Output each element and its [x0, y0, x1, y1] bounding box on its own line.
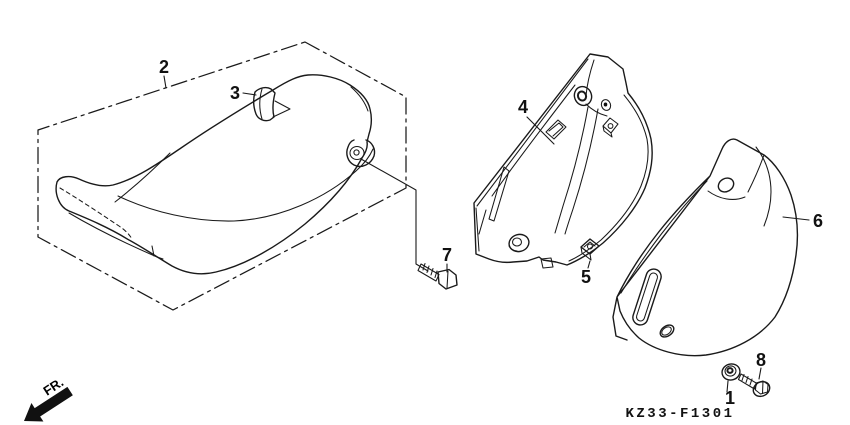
- inner-cover-channel-left: [554, 106, 589, 234]
- bolt7-threads: [422, 262, 438, 279]
- seat-nose-stitch: [59, 187, 133, 240]
- seat-under-rail: [68, 212, 164, 260]
- bolt7-shank: [417, 263, 440, 282]
- inner-cover-tab-fold: [585, 59, 595, 97]
- seat-bolt-reference-line: [360, 158, 429, 272]
- callout-leader-2: [163, 75, 167, 89]
- outer-cover-tab-base: [707, 190, 746, 200]
- callout-3[interactable]: 3: [230, 83, 240, 103]
- inner-cover-clip-hole: [607, 123, 614, 129]
- seat-tab-hole: [349, 145, 365, 161]
- flange-bolt-8-illustration: [737, 373, 771, 398]
- callout-8[interactable]: 8: [756, 350, 766, 370]
- flange-bolt-7-illustration: [417, 262, 458, 290]
- collar-nut-illustration: [721, 363, 741, 381]
- callout-6[interactable]: 6: [813, 211, 823, 231]
- callout-leader-6: [782, 216, 810, 221]
- bolt8-hex: [754, 380, 769, 395]
- seat-hump-inner-line: [350, 86, 369, 112]
- seat-front-seam: [114, 152, 171, 203]
- seat-tab-hole-center: [353, 149, 360, 156]
- outer-side-cover-illustration: [612, 138, 799, 357]
- inner-cover-small-grommet: [600, 99, 612, 111]
- callout-5[interactable]: 5: [581, 267, 591, 287]
- inner-cover-front-inner: [491, 84, 576, 197]
- bolt8-threads: [741, 373, 753, 386]
- inner-cover-grommet: [573, 85, 593, 107]
- bolt7-head: [437, 268, 458, 290]
- seat-boundary-box: [37, 41, 407, 311]
- bracket-fold-line: [259, 88, 263, 120]
- bracket-plate: [252, 86, 276, 122]
- callout-1[interactable]: 1: [725, 388, 735, 408]
- inner-cover-tab-base: [585, 103, 608, 117]
- collar-nut-body: [724, 365, 737, 377]
- seat-outline: [55, 74, 373, 275]
- inner-cover-slot-inner: [548, 122, 564, 137]
- callout-leader-3: [242, 92, 257, 96]
- inner-cover-blade-2: [478, 209, 487, 235]
- inner-cover-boss-hole: [511, 237, 523, 247]
- inner-cover-sliver: [475, 207, 480, 252]
- clip-nut-side: [580, 246, 592, 261]
- outer-cover-front-lip: [620, 180, 708, 294]
- callout-leader-4: [526, 116, 555, 145]
- inner-cover-slot: [545, 119, 567, 140]
- front-arrow-icon: [24, 386, 73, 422]
- bracket-wing: [272, 100, 291, 118]
- outer-cover-oval-hole-inner: [661, 326, 672, 336]
- inner-cover-blade: [488, 166, 510, 222]
- seat-bracket-illustration: [252, 86, 291, 122]
- inner-cover-clip-socket: [602, 117, 619, 138]
- seat-side-seam: [117, 148, 374, 222]
- inner-cover-small-grommet-hole: [603, 102, 608, 107]
- clip-nut-edge: [583, 241, 596, 248]
- inner-cover-right-rim: [568, 94, 649, 262]
- callout-leader-5: [587, 260, 591, 269]
- clip-nut-hole: [586, 243, 594, 250]
- outer-cover-crease: [755, 146, 772, 227]
- inner-cover-bottom-tab: [540, 257, 554, 269]
- front-direction-arrow: FR.: [24, 375, 73, 422]
- seat-mount-tab: [346, 139, 376, 168]
- callout-7[interactable]: 7: [442, 245, 452, 265]
- collar-nut-flange: [721, 363, 741, 381]
- callout-leader-8: [758, 367, 762, 380]
- clip-nut-illustration: [580, 238, 600, 261]
- inner-side-cover-illustration: [473, 53, 653, 269]
- seat-illustration: [55, 74, 376, 275]
- diagram-code: KZ33-F1301: [625, 406, 734, 422]
- outer-cover-vent-slot: [632, 268, 662, 326]
- callout-leader-1: [726, 380, 729, 393]
- collar-nut-hole: [726, 367, 734, 374]
- callout-2[interactable]: 2: [159, 57, 169, 77]
- inner-cover-outline: [473, 53, 653, 266]
- outer-cover-tab-fold: [747, 154, 765, 193]
- bolt7-head-facet: [446, 270, 449, 289]
- inner-cover-boss-base: [508, 245, 518, 252]
- inner-cover-front-lip: [476, 58, 589, 207]
- inner-cover-grommet-hole: [576, 90, 588, 102]
- bolt8-hex-facet: [761, 380, 764, 395]
- outer-cover-oval-hole: [659, 324, 675, 338]
- callout-layer: 1 2 3 4 5 6 7 8: [159, 57, 823, 408]
- clip-nut-body: [580, 238, 600, 255]
- callout-4[interactable]: 4: [518, 97, 528, 117]
- outer-cover-vent-slot-inner: [635, 272, 659, 322]
- inner-cover-boss: [508, 233, 530, 253]
- seat-rail-notch: [151, 245, 155, 257]
- outer-cover-tab-hole: [717, 177, 735, 193]
- outer-cover-outline: [612, 138, 799, 357]
- inner-cover-channel-right: [564, 108, 599, 235]
